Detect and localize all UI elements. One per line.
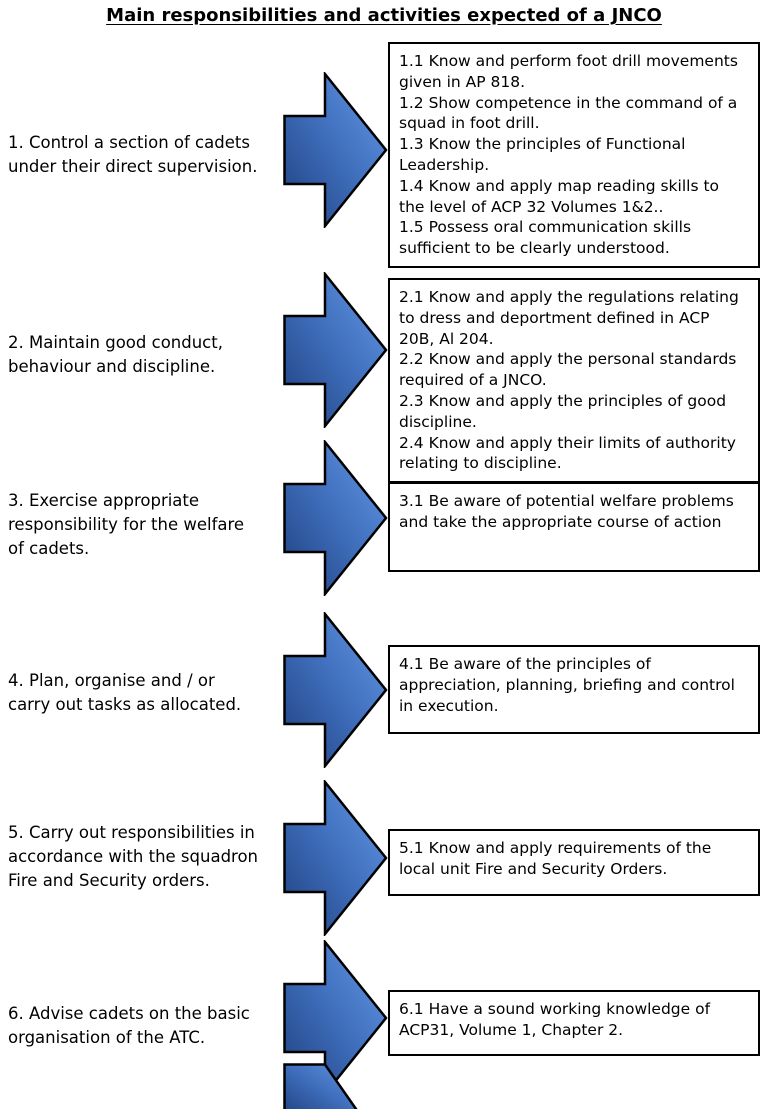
right-arrow-icon-2	[283, 272, 388, 428]
right-arrow-icon-1	[283, 72, 388, 228]
responsibility-1-text: 1. Control a section of cadets under the…	[8, 133, 258, 176]
activities-6-text: 6.1 Have a sound working knowledge of AC…	[399, 1000, 711, 1039]
right-arrow-icon-4	[283, 612, 388, 768]
activities-box-6: 6.1 Have a sound working knowledge of AC…	[388, 990, 760, 1056]
activities-box-3: 3.1 Be aware of potential welfare proble…	[388, 482, 760, 572]
right-arrow-icon-3	[283, 440, 388, 596]
activities-box-2: 2.1 Know and apply the regulations relat…	[388, 278, 760, 484]
activities-4-text: 4.1 Be aware of the principles of apprec…	[399, 655, 735, 715]
activities-box-1: 1.1 Know and perform foot drill movement…	[388, 42, 760, 268]
right-arrow-icon-7-partial	[283, 1063, 363, 1109]
responsibility-5-text: 5. Carry out responsibilities in accorda…	[8, 823, 259, 890]
responsibility-2-text: 2. Maintain good conduct, behaviour and …	[8, 333, 223, 376]
activities-1-text: 1.1 Know and perform foot drill movement…	[399, 52, 738, 258]
activities-3-text: 3.1 Be aware of potential welfare proble…	[399, 492, 734, 531]
right-arrow-icon-5	[283, 780, 388, 936]
responsibility-3-text: 3. Exercise appropriate responsibility f…	[8, 491, 245, 558]
responsibility-4-text: 4. Plan, organise and / or carry out tas…	[8, 671, 242, 714]
right-arrow-icon-6	[283, 940, 388, 1096]
activities-box-5: 5.1 Know and apply requirements of the l…	[388, 829, 760, 896]
activities-2-text: 2.1 Know and apply the regulations relat…	[399, 288, 739, 473]
activities-5-text: 5.1 Know and apply requirements of the l…	[399, 839, 712, 878]
activities-box-4: 4.1 Be aware of the principles of apprec…	[388, 645, 760, 734]
page-title: Main responsibilities and activities exp…	[106, 5, 662, 26]
responsibility-6-text: 6. Advise cadets on the basic organisati…	[8, 1004, 250, 1047]
